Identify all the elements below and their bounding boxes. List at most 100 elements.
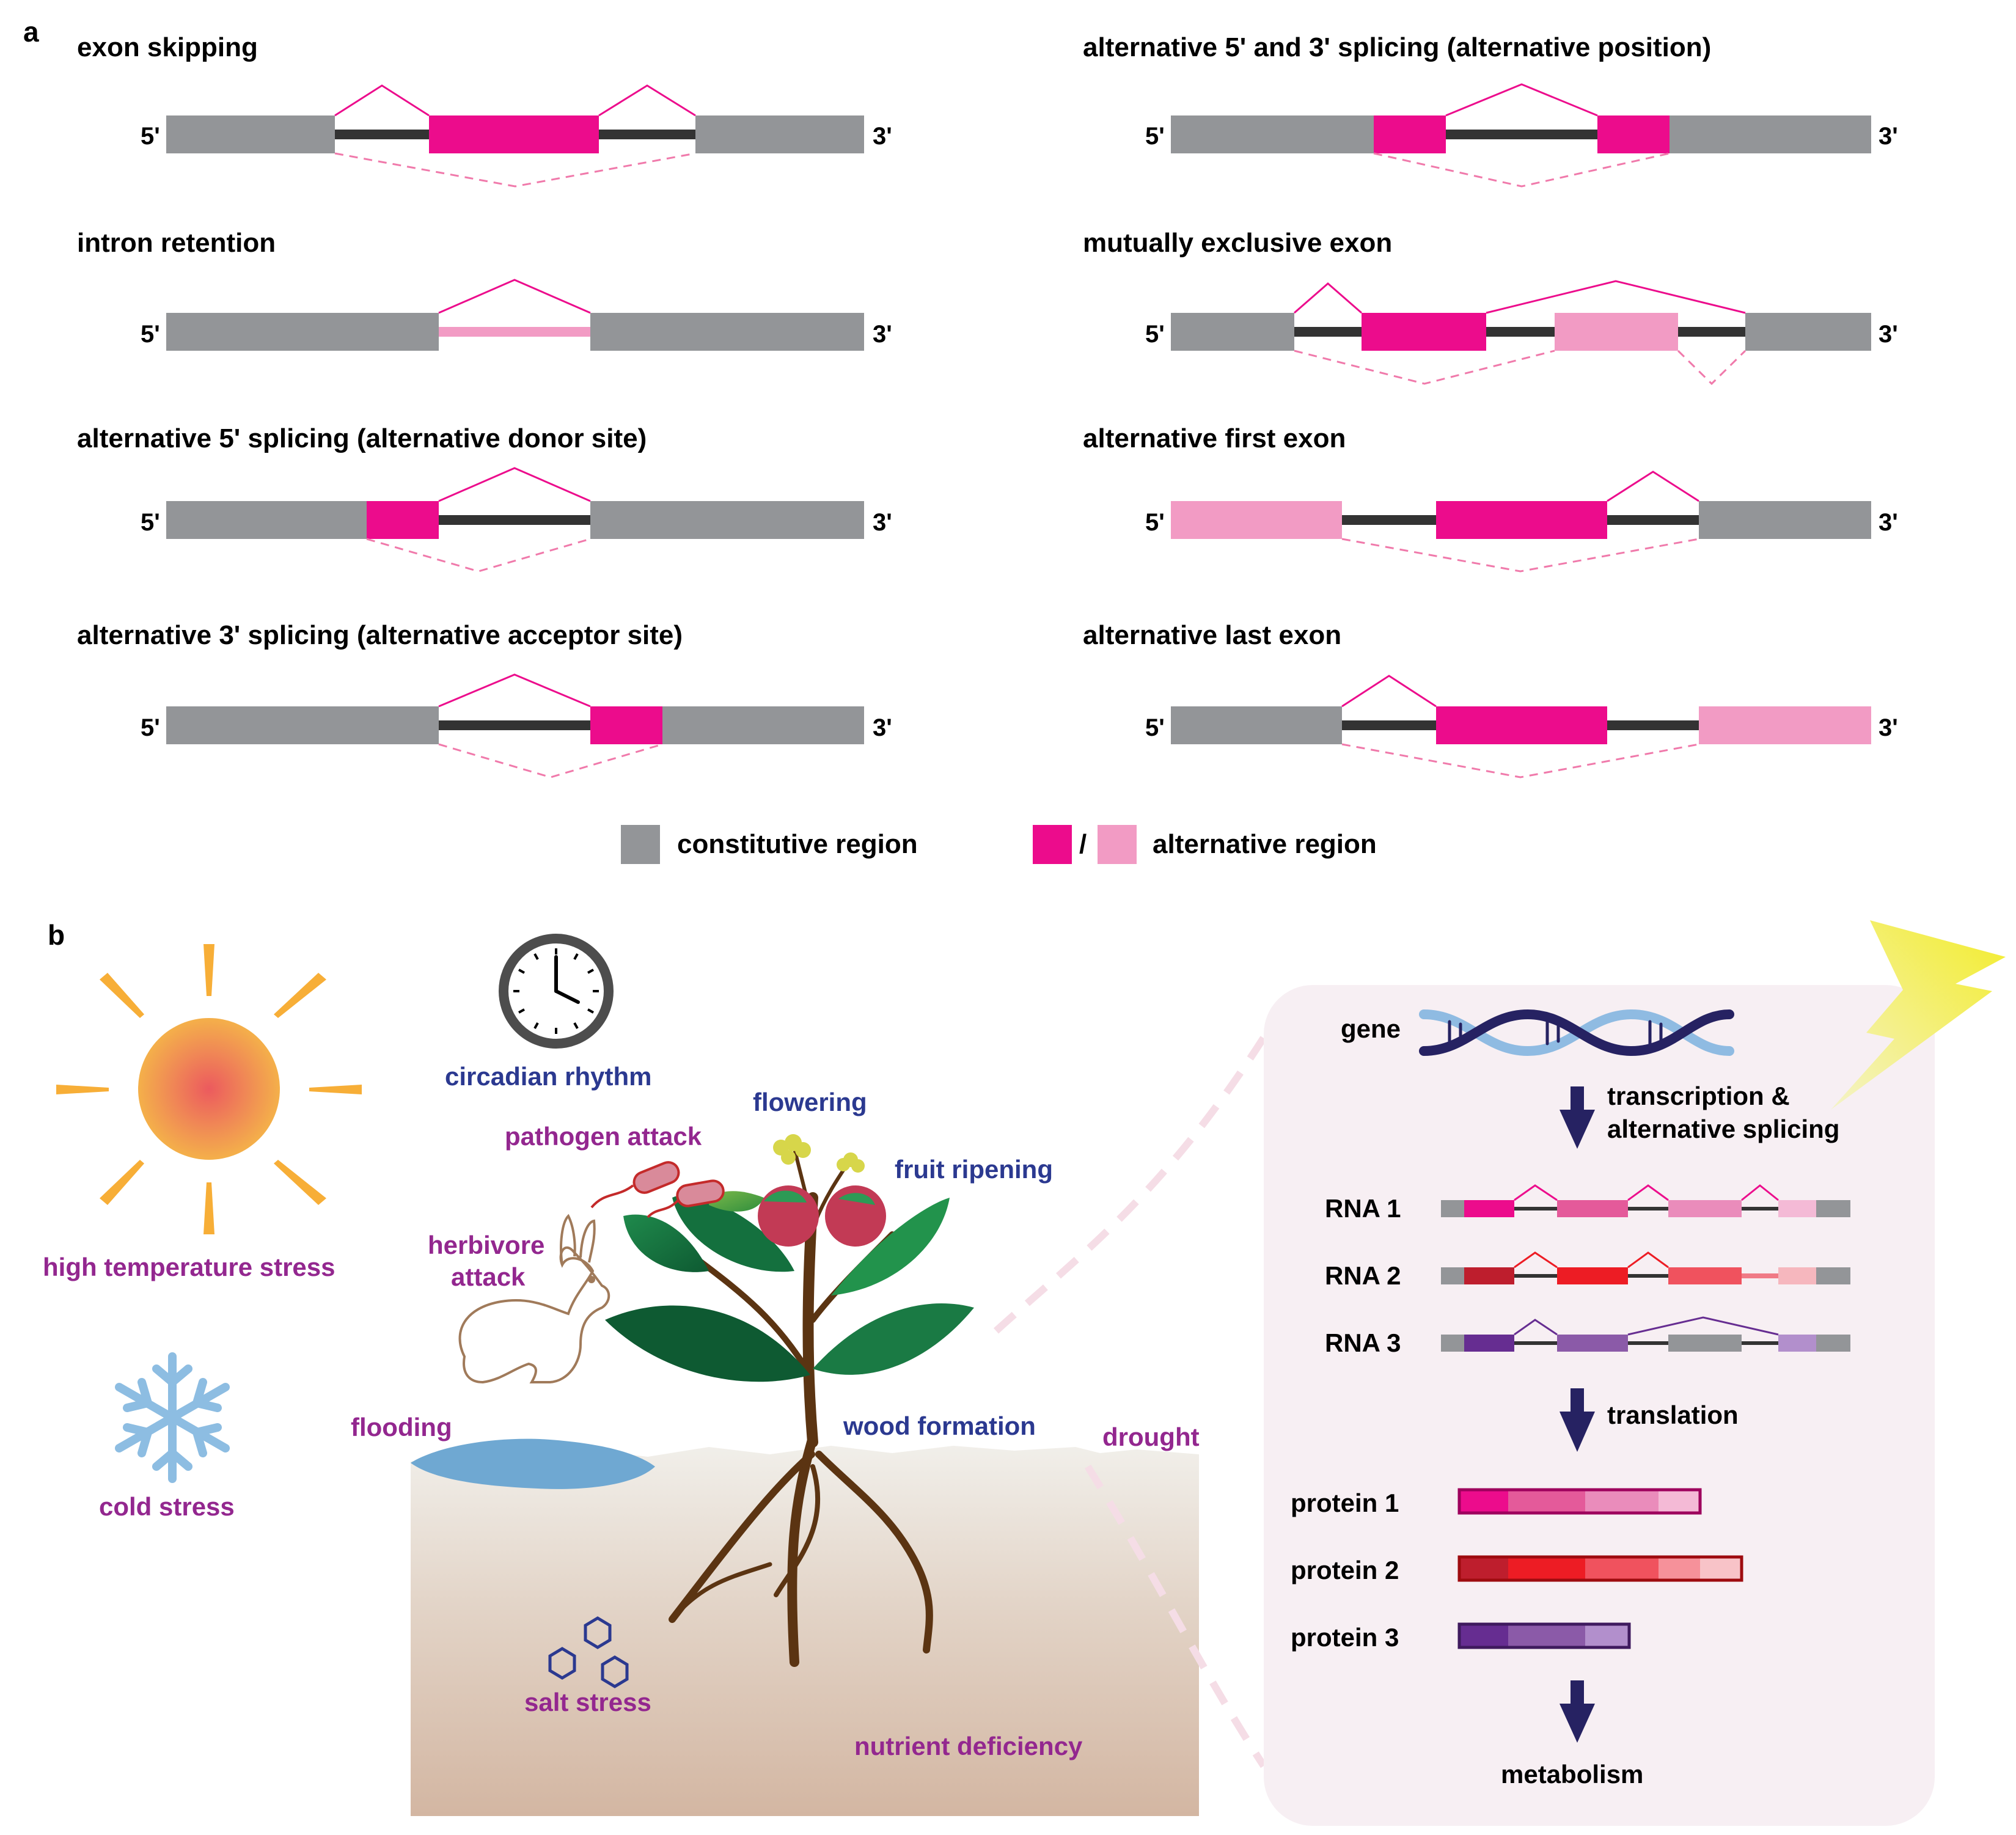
label-drought: drought [1102,1423,1200,1451]
label-gene: gene [1341,1014,1401,1043]
splice-junction [1294,282,1362,314]
diagram-alternative-3-splicing: alternative 3' splicing (alternative acc… [77,620,892,778]
label-wood-formation: wood formation [843,1412,1036,1440]
alternative-exon-pale [1171,501,1342,539]
panel-b-label: b [48,919,65,951]
three-prime-label: 3' [1879,714,1898,741]
five-prime-label: 5' [1145,321,1165,348]
constitutive-exon [1699,501,1871,539]
constitutive-exon [1745,313,1871,351]
legend-swatch-alternative-pale [1098,825,1137,864]
alternative-exon [590,706,662,744]
three-prime-label: 3' [873,123,892,150]
process-callout-box [1264,985,1935,1826]
pathogen-icon [590,1161,725,1218]
constitutive-exon [1670,115,1871,153]
protein-3-row: protein 3 [1291,1622,1631,1652]
legend-swatch-constitutive [621,825,660,864]
diagram-intron-retention: intron retention 5' 3' [77,228,892,351]
snowflake-icon [115,1352,230,1483]
diagram-title: alternative 5' splicing (alternative don… [77,423,647,453]
down-arrow-icon [1560,1680,1595,1743]
legend: constitutive region / alternative region [621,825,1377,864]
clock-icon [499,934,614,1049]
splice-junction [1607,471,1699,502]
alternative-exon [1436,501,1607,539]
rna-2-row: RNA 2 [1325,1251,1850,1290]
three-prime-label: 3' [873,714,892,741]
three-prime-label: 3' [1879,321,1898,348]
intron-line [439,720,590,730]
alternative-exon-pale [1555,313,1678,351]
alternative-exon-pale [1699,706,1871,744]
diagram-exon-skipping: exon skipping 5' 3' [77,32,892,188]
intron-line [439,515,590,525]
diagram-title: alternative last exon [1083,620,1341,650]
diagram-alternative-last-exon: alternative last exon 5' 3' [1083,620,1898,778]
diagram-mutually-exclusive-exon: mutually exclusive exon 5' 3' [1083,228,1898,386]
label-pathogen-attack: pathogen attack [505,1122,702,1151]
label-fruit-ripening: fruit ripening [895,1155,1053,1184]
legend-label-alternative: alternative region [1153,829,1377,859]
five-prime-label: 5' [1145,123,1165,150]
label-high-temperature: high temperature stress [43,1253,335,1281]
lightning-icon [1831,920,2006,1110]
panel-b: b high temperature stress [43,919,2006,1826]
label-step1-line1: transcription & [1607,1082,1790,1110]
label-cold: cold stress [99,1492,235,1521]
label-herbivore-2: attack [451,1262,526,1291]
diagram-title: exon skipping [77,32,258,62]
constitutive-exon [166,313,439,351]
alternative-exon [367,501,439,539]
soil-block [411,1446,1199,1816]
skip-junction [334,152,696,188]
fruit-icon [758,1185,886,1247]
skip-junction [1677,350,1747,386]
rna-label: RNA 3 [1325,1328,1401,1357]
diagram-title: alternative 5' and 3' splicing (alternat… [1083,32,1711,62]
protein-2-row: protein 2 [1291,1555,1743,1584]
skip-junction [1373,152,1670,188]
constitutive-exon [1171,115,1374,153]
sun-icon [56,944,362,1234]
constitutive-exon [1171,706,1342,744]
constitutive-exon [590,313,864,351]
label-step1-line2: alternative splicing [1607,1115,1839,1143]
protein-1-row: protein 1 [1291,1488,1702,1517]
diagram-title: alternative first exon [1083,423,1346,453]
protein-label: protein 3 [1291,1623,1399,1652]
alternative-exon [1362,313,1486,351]
five-prime-label: 5' [1145,714,1165,741]
flower-icon [773,1134,865,1173]
legend-label-constitutive: constitutive region [677,829,918,859]
splice-junction [438,467,591,502]
constitutive-exon [166,501,367,539]
panel-a-label: a [23,16,39,48]
label-circadian: circadian rhythm [445,1062,651,1091]
legend-slash: / [1079,829,1087,859]
constitutive-exon [166,706,439,744]
skip-junction [366,538,591,573]
three-prime-label: 3' [1879,123,1898,150]
label-nutrient-deficiency: nutrient deficiency [854,1732,1083,1760]
alternative-exon [429,115,599,153]
dna-helix-icon [1419,1009,1734,1057]
alternative-exon [1374,115,1446,153]
diagram-alternative-5-splicing: alternative 5' splicing (alternative don… [77,423,892,573]
plant-leaves [605,1191,974,1382]
diagram-title: intron retention [77,228,276,258]
rna-label: RNA 2 [1325,1261,1401,1290]
five-prime-label: 5' [141,123,160,150]
down-arrow-icon [1560,1086,1595,1149]
constitutive-exon [662,706,864,744]
salt-crystal-icon [548,1616,629,1688]
constitutive-exon [695,115,864,153]
retained-intron [439,327,590,337]
three-prime-label: 3' [1879,509,1898,536]
splice-junction [1486,280,1746,314]
five-prime-label: 5' [1145,509,1165,536]
skip-junction [1341,743,1699,778]
constitutive-exon [1171,313,1294,351]
splice-junction [1341,675,1437,708]
